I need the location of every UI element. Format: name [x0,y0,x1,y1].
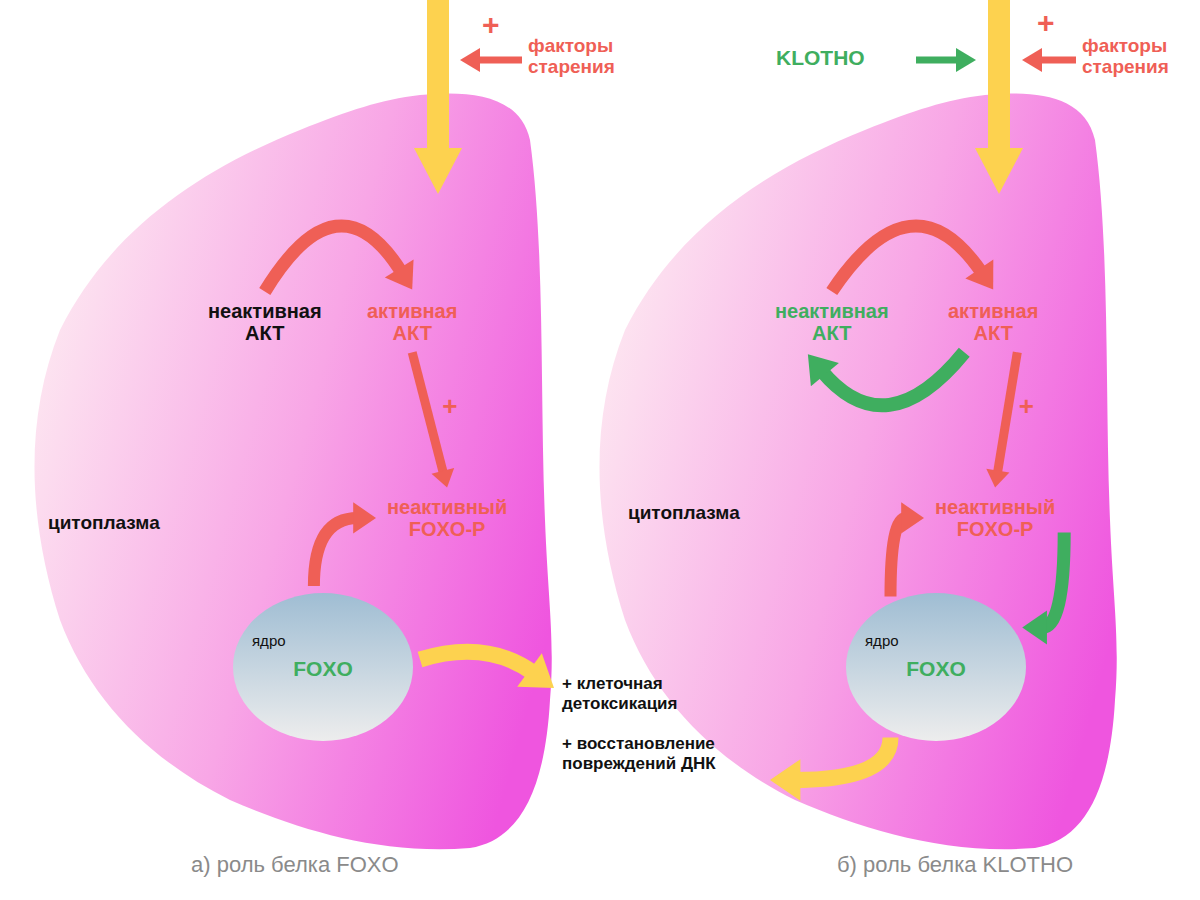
flow-arrow [314,502,376,586]
sign-plus: + [482,8,500,42]
factor-label: факторы старения [1082,36,1169,78]
arrow-shaft [997,352,1017,474]
arrow-shaft [832,226,982,291]
caption: а) роль белка FOXO [191,852,399,878]
sign-plus: + [1037,6,1055,40]
arrow-head [986,469,1009,488]
protein-label: неактивная АКТ [775,300,889,344]
arrow-head [353,502,376,533]
cell-outline [20,80,560,860]
aging-input-arrow [414,0,462,194]
arrow-shaft [314,518,358,586]
arrow-shaft [794,738,890,781]
factor-arrow [1022,48,1076,72]
cell-membrane [599,93,1116,849]
cell-membrane [34,93,551,849]
arrow-head [517,653,554,688]
protein-name: FOXO [232,657,414,681]
edge-sign: + [1019,391,1034,422]
edge-sign: + [442,391,457,422]
effect-text: + клеточная детоксикация [562,674,762,714]
arrow-shaft [420,652,534,674]
compartment-label: цитоплазма [48,512,160,534]
protein-name: FOXO [845,657,1027,681]
flow-arrow [770,738,891,801]
flow-arrow [832,226,994,291]
protein-state: неактивный FOXO-P [932,494,1058,543]
arrow-shaft [821,352,964,405]
arrow-head [770,759,800,801]
flow-arrow [808,352,964,405]
flow-arrow [891,502,925,596]
protein-state: неактивная АКТ [772,298,892,347]
nucleus-label: ядро [865,632,899,649]
protein-label: неактивный FOXO-P [935,496,1055,540]
flow-arrow [986,352,1017,487]
arrow-head [965,260,993,290]
arrow-shaft [412,352,443,474]
protein-label: неактивный FOXO-P [387,496,507,540]
cell-body: цитоплазма неактивная АКТ активная АКТ неак… [20,80,560,860]
arrow-head [431,468,454,487]
factor-label: факторы старения [528,36,615,78]
arrow-shaft [265,226,402,292]
protein-state: активная АКТ [364,298,460,347]
nucleus: ядроFOXO [232,592,414,742]
protein-label: активная АКТ [367,300,457,344]
nucleus-shape [846,593,1026,741]
protein-state: активная АКТ [945,298,1041,347]
arrow-head [1022,611,1047,645]
flow-arrow [1022,533,1064,645]
aging-input-arrow [975,0,1023,194]
factor-arrow [460,48,522,72]
flow-arrow [420,652,554,688]
arrow-head [901,502,924,533]
nucleus-shape [233,593,413,741]
factor-label: KLOTHO [776,46,865,70]
effect-text: + восстановление повреждений ДНК [562,734,762,774]
arrow-head [808,354,839,386]
compartment-label: цитоплазма [628,502,740,524]
protein-state: неактивный FOXO-P [384,494,510,543]
nucleus-label: ядро [252,632,286,649]
effect-list: + клеточная детоксикация + восстановление… [562,674,762,794]
nucleus: ядроFOXO [845,592,1027,742]
klotho-arrow [916,48,976,72]
protein-label: неактивная АКТ [208,300,322,344]
arrow-head [385,260,414,290]
protein-label: активная АКТ [948,300,1038,344]
caption: б) роль белка KLOTHO [837,852,1073,878]
flow-arrow [265,226,414,292]
protein-state: неактивная АКТ [205,298,325,347]
